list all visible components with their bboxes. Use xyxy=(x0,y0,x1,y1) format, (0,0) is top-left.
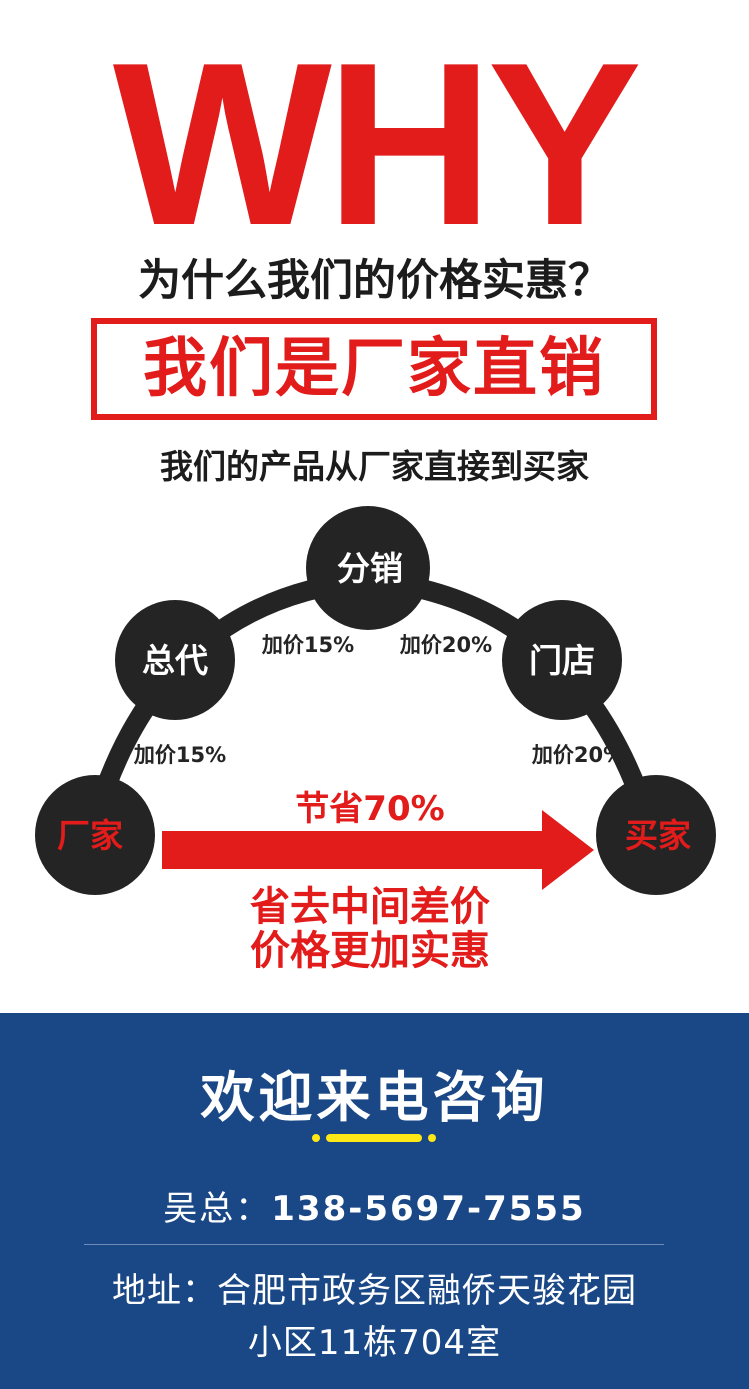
why-heading: WHY xyxy=(112,15,642,274)
factory-direct-box: 我们是厂家直销 xyxy=(91,318,657,420)
contact-phone-line: 吴总：138-5697-7555 xyxy=(0,1181,749,1230)
contact-separator xyxy=(84,1244,664,1245)
markup-agent-distribution: 加价15% xyxy=(261,633,354,657)
save-percent: 节省70% xyxy=(295,789,444,829)
yellow-divider xyxy=(312,1134,436,1142)
node-distribution-label: 分销 xyxy=(337,549,403,588)
markup-store-buyer: 加价20% xyxy=(531,743,624,767)
address-line-2: 小区11栋704室 xyxy=(247,1323,502,1363)
save-line-1: 省去中间差价 xyxy=(250,884,490,930)
node-buyer: 买家 xyxy=(596,775,716,895)
address-line-1: 地址：合肥市政务区融侨天骏花园 xyxy=(112,1271,637,1311)
welcome-heading: 欢迎来电咨询 xyxy=(200,1066,549,1129)
node-store: 门店 xyxy=(502,600,622,720)
divider-bar xyxy=(326,1134,422,1142)
node-factory-label: 厂家 xyxy=(57,816,123,855)
address-block: 地址：合肥市政务区融侨天骏花园 小区11栋704室 xyxy=(0,1265,749,1369)
node-distribution: 分销 xyxy=(306,506,430,630)
node-store-label: 门店 xyxy=(529,641,595,680)
node-buyer-label: 买家 xyxy=(625,816,691,855)
node-agent: 总代 xyxy=(115,600,235,720)
price-question: 为什么我们的价格实惠？ xyxy=(138,256,611,306)
node-factory: 厂家 xyxy=(35,775,155,895)
save-arrow xyxy=(162,810,594,890)
direct-description: 我们的产品从厂家直接到买家 xyxy=(160,447,589,486)
node-agent-label: 总代 xyxy=(142,641,208,680)
phone-number[interactable]: 138-5697-7555 xyxy=(271,1189,586,1229)
divider-dot-left xyxy=(312,1134,320,1142)
contact-panel: 欢迎来电咨询 吴总：138-5697-7555 地址：合肥市政务区融侨天骏花园 … xyxy=(0,1013,749,1389)
markup-distribution-store: 加价20% xyxy=(399,633,492,657)
save-line-2: 价格更加实惠 xyxy=(250,928,490,974)
supply-chain-diagram: 分销 总代 门店 厂家 买家 加价15% 加价20% 加价15% 加价20% 节… xyxy=(35,506,716,974)
divider-dot-right xyxy=(428,1134,436,1142)
factory-direct-text: 我们是厂家直销 xyxy=(143,332,605,406)
markup-factory-agent: 加价15% xyxy=(133,743,226,767)
contact-name-label: 吴总： xyxy=(163,1189,272,1229)
